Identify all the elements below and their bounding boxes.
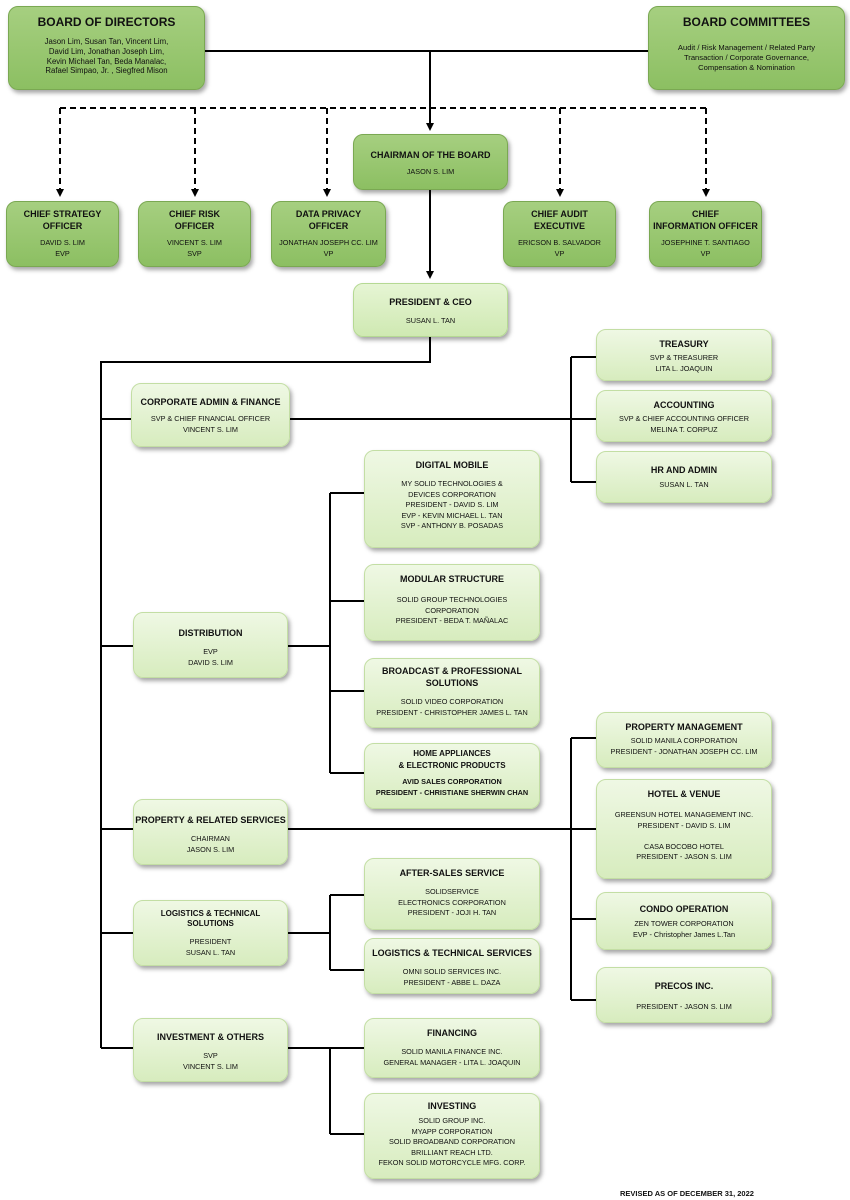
board-of-directors-box: BOARD OF DIRECTORS Jason Lim, Susan Tan,… [8,6,205,90]
unit-title: HOME APPLIANCES & ELECTRONIC PRODUCTS [398,749,506,770]
unit-title: PROPERTY MANAGEMENT [625,722,743,732]
unit-title: HOTEL & VENUE [647,789,721,799]
division-detail: SVP VINCENT S. LIM [182,1051,238,1071]
unit-title: HR AND ADMIN [650,465,718,475]
division-title: INVESTMENT & OTHERS [156,1032,264,1042]
unit-broadcast-professional: BROADCAST & PROFESSIONAL SOLUTIONS SOLID… [364,658,540,728]
chairman-name: JASON S. LIM [406,167,455,176]
unit-title: INVESTING [427,1101,477,1111]
unit-detail: SOLID VIDEO CORPORATION PRESIDENT - CHRI… [376,697,528,717]
division-detail: PRESIDENT SUSAN L. TAN [185,937,236,957]
unit-detail: GREENSUN HOTEL MANAGEMENT INC. PRESIDENT… [614,810,754,861]
unit-title: MODULAR STRUCTURE [400,574,504,584]
division-detail: CHAIRMAN JASON S. LIM [186,834,235,854]
officer-box-chief-strategy: CHIEF STRATEGY OFFICER DAVID S. LIM EVP [6,201,119,267]
unit-detail: PRESIDENT - JASON S. LIM [636,1002,732,1011]
officer-box-chief-risk: CHIEF RISK OFFICER VINCENT S. LIM SVP [138,201,251,267]
officer-name: JONATHAN JOSEPH CC. LIM VP [279,238,378,258]
unit-after-sales-service: AFTER-SALES SERVICE SOLIDSERVICE ELECTRO… [364,858,540,930]
board-committees-details: Audit / Risk Management / Related Party … [677,43,816,72]
unit-accounting: ACCOUNTING SVP & CHIEF ACCOUNTING OFFICE… [596,390,772,442]
division-investment-others: INVESTMENT & OTHERS SVP VINCENT S. LIM [133,1018,288,1082]
president-box: PRESIDENT & CEO SUSAN L. TAN [353,283,508,337]
unit-detail: SVP & CHIEF ACCOUNTING OFFICER MELINA T.… [618,414,749,434]
officer-box-chief-information: CHIEF INFORMATION OFFICER JOSEPHINE T. S… [649,201,762,267]
unit-logistics-technical-services: LOGISTICS & TECHNICAL SERVICES OMNI SOLI… [364,938,540,994]
unit-condo-operation: CONDO OPERATION ZEN TOWER CORPORATION EV… [596,892,772,950]
division-detail: SVP & CHIEF FINANCIAL OFFICER VINCENT S.… [150,414,271,434]
officer-name: ERICSON B. SALVADOR VP [518,238,601,258]
unit-financing: FINANCING SOLID MANILA FINANCE INC. GENE… [364,1018,540,1078]
unit-investing: INVESTING SOLID GROUP INC. MYAPP CORPORA… [364,1093,540,1179]
unit-treasury: TREASURY SVP & TREASURER LITA L. JOAQUIN [596,329,772,381]
officer-box-chief-audit: CHIEF AUDIT EXECUTIVE ERICSON B. SALVADO… [503,201,616,267]
unit-detail: SOLIDSERVICE ELECTRONICS CORPORATION PRE… [398,887,506,917]
division-corporate-admin-finance: CORPORATE ADMIN & FINANCE SVP & CHIEF FI… [131,383,290,447]
unit-title: ACCOUNTING [653,400,715,410]
unit-title: TREASURY [659,339,709,349]
unit-title: PRECOS INC. [654,981,714,991]
officer-title: CHIEF INFORMATION OFFICER [653,209,758,231]
officer-box-data-privacy: DATA PRIVACY OFFICER JONATHAN JOSEPH CC.… [271,201,386,267]
unit-title: CONDO OPERATION [639,904,729,914]
board-committees-box: BOARD COMMITTEES Audit / Risk Management… [648,6,845,90]
officer-title: CHIEF STRATEGY OFFICER [23,209,102,231]
unit-detail: SOLID MANILA FINANCE INC. GENERAL MANAGE… [383,1047,521,1067]
division-title: LOGISTICS & TECHNICAL SOLUTIONS [160,909,261,928]
unit-detail: SOLID MANILA CORPORATION PRESIDENT - JON… [610,736,758,756]
unit-digital-mobile: DIGITAL MOBILE MY SOLID TECHNOLOGIES & D… [364,450,540,548]
unit-hr-admin: HR AND ADMIN SUSAN L. TAN [596,451,772,503]
unit-property-management: PROPERTY MANAGEMENT SOLID MANILA CORPORA… [596,712,772,768]
officer-title: CHIEF RISK OFFICER [168,209,220,231]
division-property-related-services: PROPERTY & RELATED SERVICES CHAIRMAN JAS… [133,799,288,865]
division-detail: EVP DAVID S. LIM [188,647,233,667]
unit-title: DIGITAL MOBILE [415,460,489,470]
board-committees-title: BOARD COMMITTEES [682,15,811,29]
officer-name: VINCENT S. LIM SVP [166,238,222,258]
division-distribution: DISTRIBUTION EVP DAVID S. LIM [133,612,288,678]
unit-detail: SOLID GROUP INC. MYAPP CORPORATION SOLID… [378,1116,526,1167]
unit-detail: ZEN TOWER CORPORATION EVP - Christopher … [632,919,736,939]
unit-title: BROADCAST & PROFESSIONAL SOLUTIONS [381,666,522,688]
chairman-box: CHAIRMAN OF THE BOARD JASON S. LIM [353,134,508,190]
division-title: DISTRIBUTION [178,628,243,638]
chairman-title: CHAIRMAN OF THE BOARD [370,150,491,160]
unit-detail: OMNI SOLID SERVICES INC. PRESIDENT - ABB… [402,967,502,987]
division-logistics-technical: LOGISTICS & TECHNICAL SOLUTIONS PRESIDEN… [133,900,288,966]
officer-title: CHIEF AUDIT EXECUTIVE [531,209,588,231]
unit-title: FINANCING [427,1028,477,1038]
unit-detail: SOLID GROUP TECHNOLOGIES CORPORATION PRE… [395,595,509,625]
unit-title: LOGISTICS & TECHNICAL SERVICES [372,948,532,958]
unit-modular-structure: MODULAR STRUCTURE SOLID GROUP TECHNOLOGI… [364,564,540,641]
board-of-directors-title: BOARD OF DIRECTORS [37,15,176,29]
president-name: SUSAN L. TAN [405,316,456,325]
officer-name: JOSEPHINE T. SANTIAGO VP [661,238,750,258]
unit-home-appliances: HOME APPLIANCES & ELECTRONIC PRODUCTS AV… [364,743,540,809]
unit-title: AFTER-SALES SERVICE [399,868,505,878]
revised-date: REVISED AS OF DECEMBER 31, 2022 [620,1189,754,1198]
officer-title: DATA PRIVACY OFFICER [295,209,362,231]
division-title: CORPORATE ADMIN & FINANCE [140,397,281,407]
unit-hotel-venue: HOTEL & VENUE GREENSUN HOTEL MANAGEMENT … [596,779,772,879]
unit-detail: SUSAN L. TAN [659,480,709,489]
unit-detail: SVP & TREASURER LITA L. JOAQUIN [649,353,719,373]
president-title: PRESIDENT & CEO [389,297,472,307]
officer-name: DAVID S. LIM EVP [40,238,85,258]
board-of-directors-members: Jason Lim, Susan Tan, Vincent Lim, David… [44,37,169,76]
division-title: PROPERTY & RELATED SERVICES [135,815,286,825]
unit-detail: AVID SALES CORPORATION PRESIDENT - CHRIS… [375,777,529,797]
unit-detail: MY SOLID TECHNOLOGIES & DEVICES CORPORAT… [400,479,504,530]
unit-precos: PRECOS INC. PRESIDENT - JASON S. LIM [596,967,772,1023]
